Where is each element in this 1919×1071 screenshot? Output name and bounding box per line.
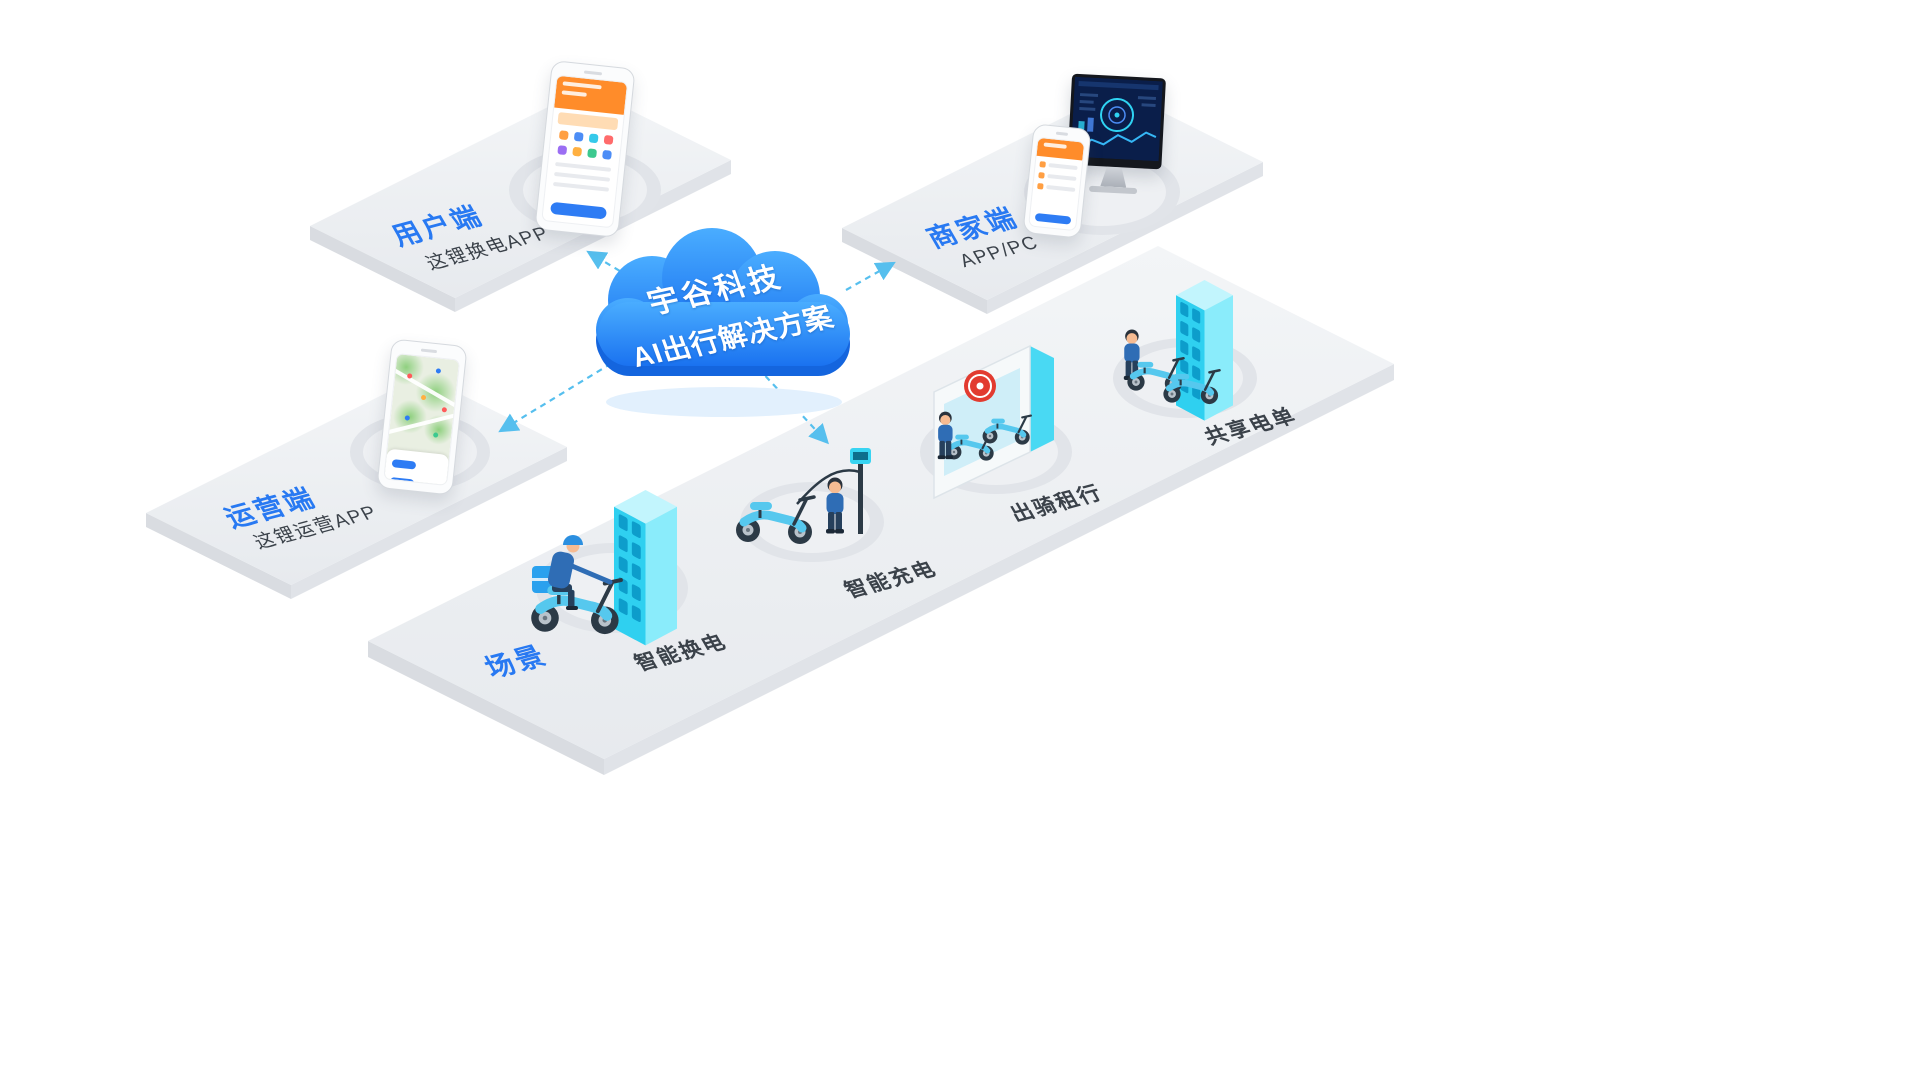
user-app-phone-mockup <box>534 60 636 238</box>
app-header <box>1036 137 1085 161</box>
operations-map <box>384 354 460 485</box>
operator-app-phone-mockup <box>376 338 468 496</box>
app-icon-dot <box>572 146 583 157</box>
scene-battery-swap-illustration <box>531 490 677 646</box>
app-icon-dot <box>558 130 569 141</box>
monitor-frame <box>1067 73 1166 170</box>
merchant-list-row <box>1037 182 1076 193</box>
app-list-line <box>555 161 612 172</box>
app-list-line <box>552 181 610 192</box>
cloud-body <box>596 228 850 366</box>
user-platform-side-left <box>310 226 455 312</box>
merchant-platform-side-left <box>842 228 987 314</box>
monitor-stand <box>1100 166 1127 187</box>
app-icon-dot <box>557 145 568 156</box>
delivery-rider <box>547 535 613 610</box>
merchant-monitor-mockup <box>1065 73 1167 196</box>
phone-speaker <box>1055 131 1069 136</box>
merchant-list-row <box>1039 161 1078 171</box>
scenes-platform <box>368 246 1394 775</box>
user-app-screen <box>541 74 629 229</box>
app-list-line <box>554 171 611 182</box>
scenes-platform-side-right <box>604 364 1394 775</box>
app-icon-dot <box>573 131 584 142</box>
merchant-app-screen <box>1028 136 1086 232</box>
app-icon-dot <box>587 148 598 159</box>
rental-store-sign <box>964 370 996 402</box>
scenes-platform-top <box>368 246 1394 759</box>
map-action-pill <box>391 459 417 470</box>
arrow-cloud-to-merchant <box>845 261 896 291</box>
app-icon-dot <box>588 133 599 144</box>
merchant-list-row <box>1038 172 1077 182</box>
scene-smart-charging-illustration <box>736 448 871 544</box>
operator-platform-side-left <box>146 513 291 599</box>
operator-app-screen <box>383 352 461 486</box>
app-icon-dot <box>603 134 614 145</box>
phone-speaker <box>420 348 438 354</box>
user-platform-side-right <box>455 160 731 312</box>
app-primary-button <box>550 201 607 220</box>
operator-platform-side-right <box>291 447 567 599</box>
operator-platform <box>146 375 567 599</box>
map-pin <box>441 407 448 413</box>
charge-spotlight-inner <box>754 491 870 553</box>
app-primary-button <box>1034 212 1072 225</box>
scenes-platform-side-left <box>368 641 604 775</box>
header-text-line <box>562 81 602 90</box>
cloud-shadow <box>606 387 842 417</box>
merchant-platform-side-right <box>987 162 1263 314</box>
solution-cloud <box>596 228 850 417</box>
header-text-line <box>561 90 587 97</box>
app-icon-grid <box>549 123 622 162</box>
merchant-app-phone-mockup <box>1022 123 1092 239</box>
scene-ride-rental-illustration <box>933 344 1054 500</box>
app-icon-dot <box>602 149 612 160</box>
phone-speaker <box>583 70 603 76</box>
header-text-line <box>1043 142 1067 149</box>
map-bottom-sheet <box>384 448 450 485</box>
dashboard-graphic <box>1070 76 1163 162</box>
map-action-pill <box>389 477 415 485</box>
app-header <box>554 75 628 115</box>
